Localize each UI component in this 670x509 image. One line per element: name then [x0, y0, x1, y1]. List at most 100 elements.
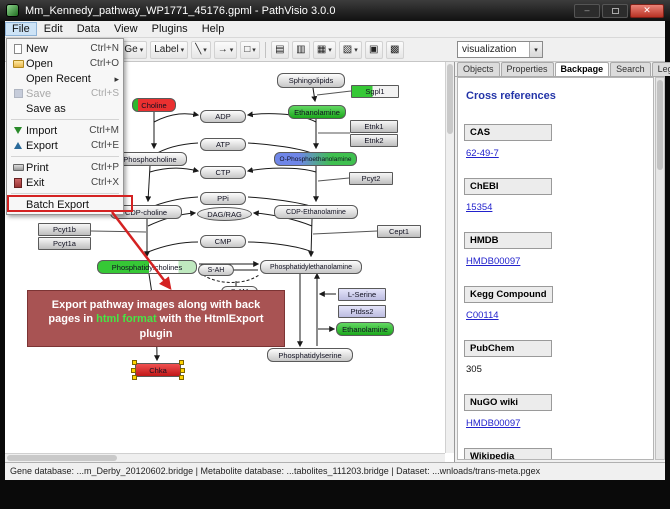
pathway-node[interactable]: DAG/RAG: [197, 207, 252, 221]
menu-data[interactable]: Data: [76, 23, 100, 35]
pathway-node[interactable]: Cept1: [377, 225, 421, 238]
pathway-node[interactable]: Pcyt2: [349, 172, 393, 185]
pathway-node[interactable]: CDP-Ethanolamine: [274, 205, 358, 219]
menu-item-save-as[interactable]: Save as: [26, 102, 66, 115]
pathway-node[interactable]: Pcyt1b: [38, 223, 91, 236]
save-disk-icon: [13, 89, 23, 98]
canvas-vertical-scrollbar[interactable]: [445, 62, 454, 453]
status-text: Gene database: ...m_Derby_20120602.bridg…: [10, 466, 541, 476]
pathway-node[interactable]: Sphingolipids: [277, 73, 345, 88]
visualization-value: visualization: [462, 44, 517, 55]
align-vertical-icon: ▥: [296, 43, 306, 55]
pathway-node[interactable]: PPi: [200, 192, 246, 205]
pathway-node[interactable]: CTP: [200, 166, 246, 179]
panel-scrollbar[interactable]: [655, 77, 665, 460]
pathway-node[interactable]: CMP: [200, 235, 246, 248]
backpage-xref-link[interactable]: 15354: [466, 202, 493, 213]
pathway-node[interactable]: Ptdss2: [338, 305, 386, 318]
pathway-node[interactable]: Ethanolamine: [288, 105, 346, 119]
maximize-button[interactable]: [602, 3, 628, 18]
backpage-xref-link[interactable]: 62-49-7: [466, 148, 499, 159]
pathway-node[interactable]: Phosphocholine: [113, 152, 187, 166]
pathway-node[interactable]: ADP: [200, 110, 246, 123]
scrollbar-thumb[interactable]: [447, 64, 453, 134]
connector-tool-button[interactable]: →: [213, 40, 238, 59]
pathway-node[interactable]: O-Phosphoethanolamine: [274, 152, 357, 166]
pathway-node[interactable]: Choline: [132, 98, 176, 112]
align-horizontal-icon: ▤: [275, 43, 285, 55]
visualization-combobox[interactable]: visualization: [457, 41, 543, 58]
backpage-section-title: CAS: [464, 124, 552, 141]
minimize-button[interactable]: [574, 3, 600, 18]
menu-view[interactable]: View: [113, 23, 138, 35]
pathway-node[interactable]: Phosphatidylserine: [267, 348, 353, 362]
align-vertical-button[interactable]: ▥: [291, 40, 310, 59]
menu-plugins[interactable]: Plugins: [151, 23, 188, 35]
pathway-node[interactable]: S-AH: [198, 264, 234, 276]
tab-backpage[interactable]: Backpage: [554, 62, 610, 76]
export-icon: [14, 142, 22, 149]
pathway-node[interactable]: L-Serine: [338, 288, 386, 301]
backpage-title: Cross references: [466, 90, 556, 102]
group-button[interactable]: ▩: [385, 40, 404, 59]
gene-product-tool-button[interactable]: Ge: [120, 40, 148, 59]
menu-separator: [11, 156, 119, 157]
distribute-vertical-icon: ▧: [342, 43, 353, 55]
annotation-callout: Export pathway images along with back pa…: [27, 290, 285, 347]
pathway-node[interactable]: Ethanolamine: [336, 322, 394, 336]
menu-edit[interactable]: Edit: [43, 23, 63, 35]
pathway-node[interactable]: Phosphatidylcholines: [97, 260, 197, 274]
stack-button[interactable]: ▣: [364, 40, 383, 59]
window-content: File Edit Data View Plugins Help Zoom: 1…: [5, 21, 670, 480]
chevron-down-icon[interactable]: [529, 42, 542, 57]
close-button[interactable]: [630, 3, 664, 18]
align-horizontal-button[interactable]: ▤: [270, 40, 289, 59]
distribute-horizontal-icon: ▦: [316, 43, 327, 55]
backpage-section-title: HMDB: [464, 232, 552, 249]
tab-legend[interactable]: Legend: [651, 62, 670, 76]
pathway-node-selected[interactable]: Chka: [131, 360, 185, 380]
scrollbar-thumb[interactable]: [657, 80, 663, 170]
selection-handle[interactable]: [132, 360, 137, 365]
selection-handle[interactable]: [131, 368, 136, 373]
title-bar[interactable]: Mm_Kennedy_pathway_WP1771_45176.gpml - P…: [0, 0, 670, 21]
backpage-xref-link[interactable]: HMDB00097: [466, 418, 521, 429]
pathway-node[interactable]: Phosphatidylethanolamine: [260, 260, 362, 274]
selection-handle[interactable]: [132, 375, 137, 380]
pathway-node[interactable]: ATP: [200, 138, 246, 151]
pathway-node[interactable]: Sgpl1: [351, 85, 399, 98]
backpage-section: NuGO wiki HMDB00097: [464, 394, 647, 429]
distribute-horizontal-button[interactable]: ▦: [312, 40, 336, 59]
selection-handle[interactable]: [179, 360, 184, 365]
menu-item-open-recent[interactable]: Open Recent: [7, 71, 123, 86]
line-tool-button[interactable]: ╲: [191, 40, 211, 59]
tab-search[interactable]: Search: [610, 62, 651, 76]
backpage-xref-link[interactable]: C00114: [466, 310, 499, 321]
status-bar: Gene database: ...m_Derby_20120602.bridg…: [5, 462, 665, 480]
label-tool-button[interactable]: Label: [150, 40, 189, 59]
scrollbar-thumb[interactable]: [7, 455, 117, 461]
distribute-vertical-button[interactable]: ▧: [338, 40, 362, 59]
menu-file[interactable]: File: [5, 22, 37, 36]
import-icon: [14, 127, 22, 134]
backpage-xref-link[interactable]: HMDB00097: [466, 256, 521, 267]
canvas-horizontal-scrollbar[interactable]: [5, 453, 445, 462]
tab-objects[interactable]: Objects: [457, 62, 500, 76]
pathway-node[interactable]: Pcyt1a: [38, 237, 91, 250]
menu-help[interactable]: Help: [201, 23, 225, 35]
selection-handle[interactable]: [179, 375, 184, 380]
shape-tool-button[interactable]: □: [240, 40, 260, 59]
pathway-node[interactable]: Etnk1: [350, 120, 398, 133]
pathway-node[interactable]: Etnk2: [350, 134, 398, 147]
selection-handle[interactable]: [180, 368, 185, 373]
backpage-section: ChEBI 15354: [464, 178, 647, 213]
menu-item-batch-export[interactable]: Batch Export: [26, 198, 89, 211]
tab-properties[interactable]: Properties: [500, 62, 554, 76]
